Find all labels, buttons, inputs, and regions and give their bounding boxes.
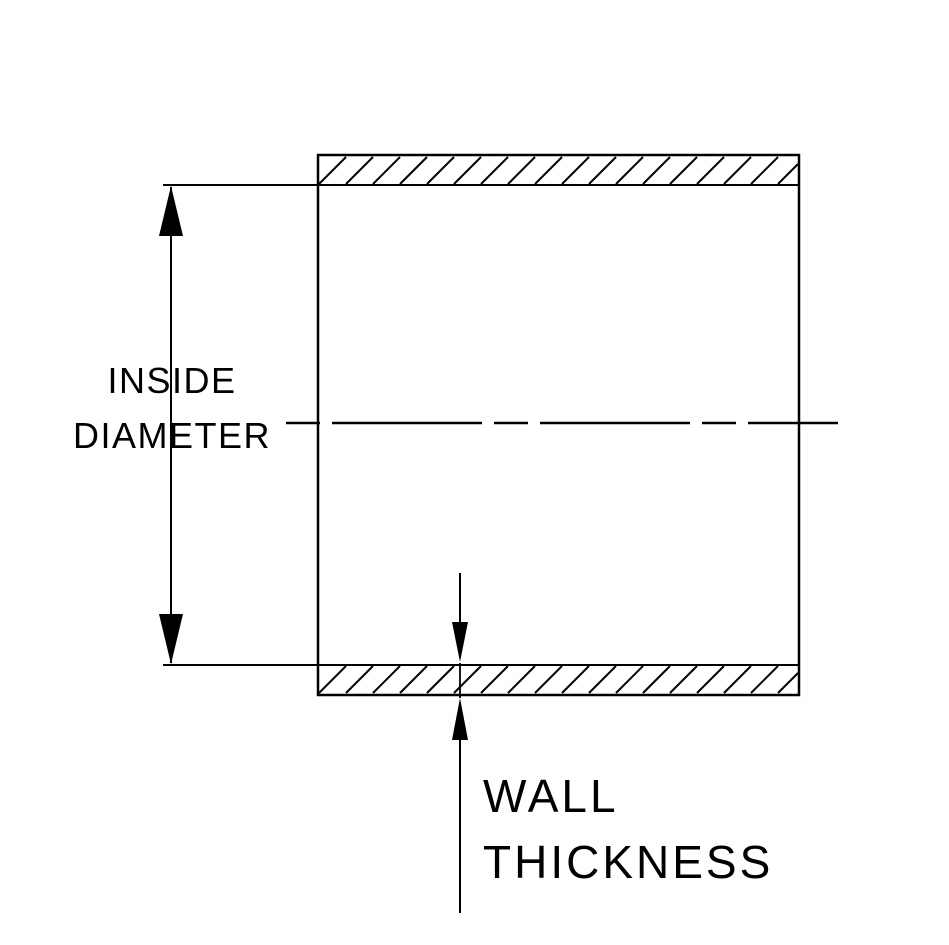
wall-thickness-label-line2: THICKNESS: [483, 836, 773, 888]
top-wall-hatching: [318, 156, 799, 185]
arrow-up-icon: [452, 698, 468, 740]
tube-cross-section: [163, 153, 801, 697]
inside-diameter-label-line2: DIAMETER: [73, 415, 271, 456]
arrow-up-icon: [159, 186, 183, 236]
bottom-wall-hatching: [318, 665, 799, 694]
arrow-down-icon: [452, 622, 468, 662]
arrow-down-icon: [159, 614, 183, 664]
wall-thickness-dimension: [452, 573, 468, 913]
wall-thickness-label-line1: WALL: [483, 770, 619, 822]
inside-diameter-label-line1: INSIDE: [107, 360, 236, 401]
tube-outline: [316, 153, 801, 697]
inside-diameter-dimension: [159, 186, 183, 664]
